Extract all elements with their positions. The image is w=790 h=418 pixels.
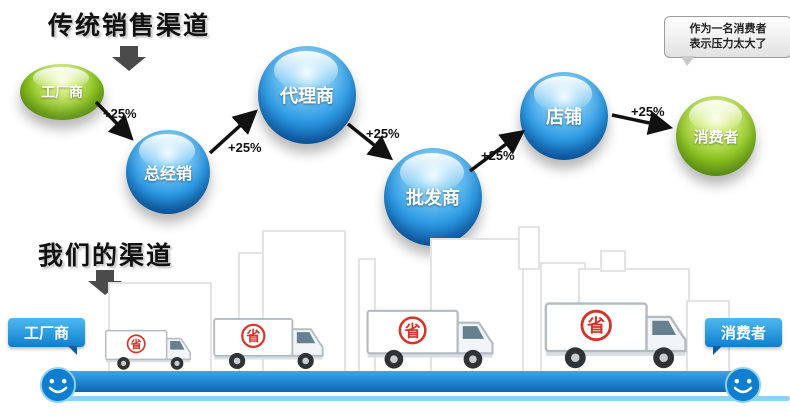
consumer-speech-bubble: 作为一名消费者 表示压力太大了 [664, 16, 790, 66]
speech-bubble-line2: 表示压力太大了 [689, 37, 767, 50]
building-silhouette [600, 250, 626, 272]
increase-label: +25% [631, 104, 665, 119]
traditional-channel-title: 传统销售渠道 [48, 12, 211, 40]
delivery-truck: 省 [212, 313, 330, 372]
factory-ribbon-label: 工厂商 [8, 318, 86, 355]
node-general-distributor: 总经销 [126, 130, 210, 214]
truck-badge-text: 省 [130, 337, 142, 351]
node-agent: 代理商 [258, 46, 356, 144]
truck-badge-text: 省 [404, 321, 421, 340]
increase-label: +25% [228, 140, 262, 155]
save-badge-icon [126, 334, 146, 354]
smiley-face-icon [724, 366, 762, 404]
delivery-truck: 省 [104, 326, 196, 372]
truck-badge-text: 省 [245, 328, 260, 344]
consumer-ribbon-label: 消费者 [704, 318, 782, 355]
road-underline [62, 396, 790, 401]
increase-label: +25% [366, 126, 400, 141]
node-wholesaler: 批发商 [384, 148, 482, 246]
delivery-truck: 省 [365, 304, 501, 372]
building-silhouette [518, 226, 540, 270]
node-factory: 工厂商 [20, 64, 104, 120]
truck-badge-text: 省 [586, 315, 605, 336]
save-badge-icon [398, 316, 427, 345]
increase-label: +25% [481, 148, 515, 163]
down-arrow-shaft [120, 46, 138, 57]
save-badge-icon [580, 309, 612, 342]
smiley-face-icon [39, 366, 77, 404]
node-shop-label: 店铺 [546, 107, 582, 127]
delivery-truck: 省 [543, 296, 695, 372]
increase-label: +25% [103, 106, 137, 121]
our-channel-title: 我们的渠道 [38, 242, 174, 270]
node-wholesaler-label: 批发商 [406, 188, 460, 208]
down-arrow-head [112, 57, 146, 71]
down-arrow-icon [112, 46, 146, 71]
save-badge-icon [241, 323, 266, 349]
road-bar [50, 371, 750, 392]
node-agent-label: 代理商 [280, 86, 334, 106]
node-general-distributor-label: 总经销 [143, 166, 192, 183]
node-factory-label: 工厂商 [41, 84, 83, 100]
node-shop: 店铺 [520, 72, 608, 160]
node-consumer: 消费者 [676, 96, 756, 176]
node-consumer-label: 消费者 [693, 128, 739, 146]
speech-bubble-line1: 作为一名消费者 [689, 23, 767, 35]
down-arrow-shaft [96, 270, 114, 281]
